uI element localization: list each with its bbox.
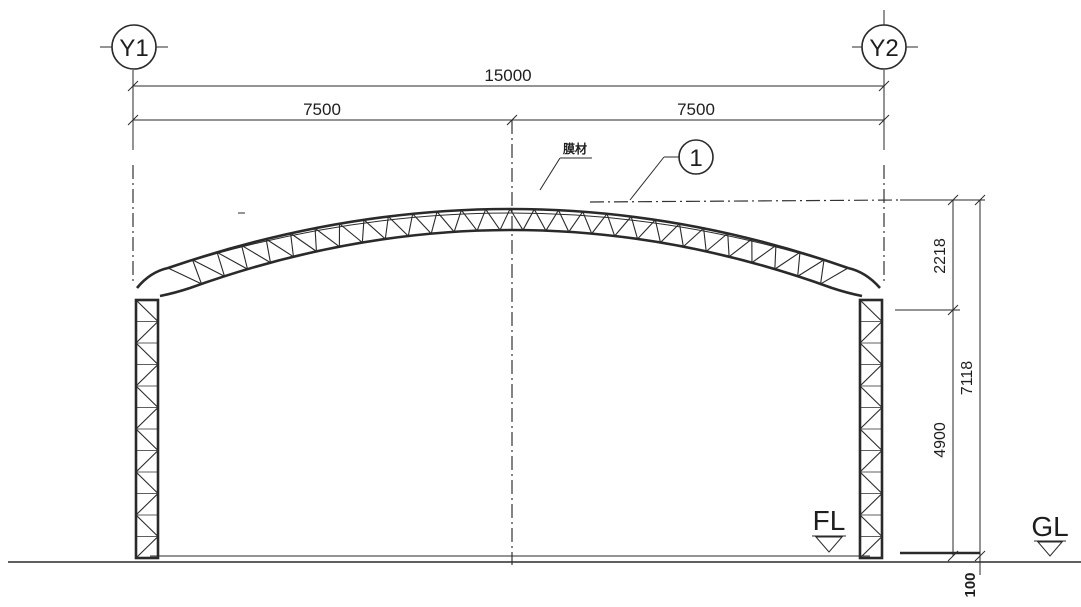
right-column-lattice [858,298,884,560]
ground-level-marker: GL [1031,511,1069,557]
dimension-half-spans: 7500 7500 [127,100,890,126]
dimension-text-7500-left: 7500 [303,100,341,119]
dimension-text-4900: 4900 [932,422,949,458]
callout-number: 1 [689,145,702,172]
grid-bubble-y2: Y2 [852,10,918,70]
floor-level-marker: FL [812,505,846,553]
dimension-text-7500-right: 7500 [677,100,715,119]
member-callout: 1 膜材 [539,139,714,201]
dimension-overall-span: 15000 [127,66,890,92]
left-column-lattice [134,298,160,560]
dimension-text-7118: 7118 [959,361,976,396]
dimension-text-2218: 2218 [932,238,949,274]
floor-level-label: FL [813,505,846,536]
arch-truss [135,207,881,298]
arch-web-members [167,208,849,285]
grid-bubble-y1: Y1 [100,24,168,70]
dimension-text-15000: 15000 [484,66,531,85]
dimension-text-100: 100 [962,572,979,597]
vertical-dimensions: 2218 4900 7118 100 [895,194,986,598]
material-note: 膜材 [563,141,587,156]
grid-label-y1: Y1 [119,35,148,62]
ground-level-label: GL [1031,511,1068,542]
grid-label-y2: Y2 [869,35,898,62]
